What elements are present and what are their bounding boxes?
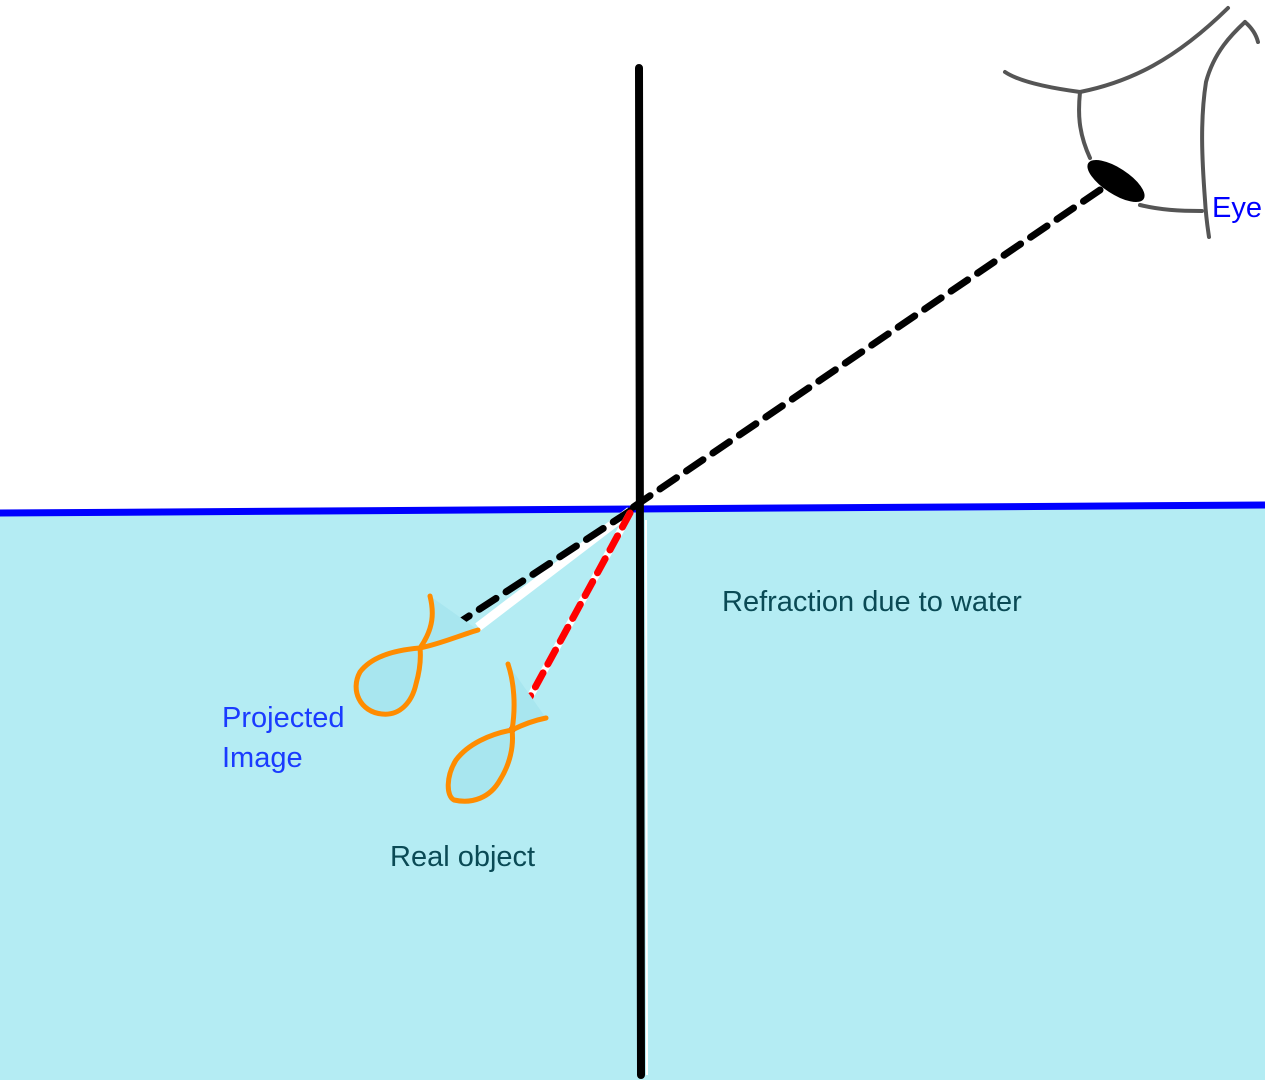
eye-label: Eye bbox=[1212, 188, 1262, 228]
eye-pupil bbox=[1081, 152, 1151, 210]
refraction-caption: Refraction due to water bbox=[722, 582, 1022, 622]
water-region bbox=[0, 505, 1265, 1080]
projected-label-line2: Image bbox=[222, 738, 345, 778]
apparent-ray-above-water bbox=[632, 190, 1100, 508]
normal-line bbox=[639, 68, 641, 1075]
projected-label-line1: Projected bbox=[222, 698, 345, 738]
real-object-label: Real object bbox=[390, 837, 535, 877]
normal-line-highlight bbox=[646, 520, 647, 1075]
projected-image-label: Projected Image bbox=[222, 698, 345, 778]
